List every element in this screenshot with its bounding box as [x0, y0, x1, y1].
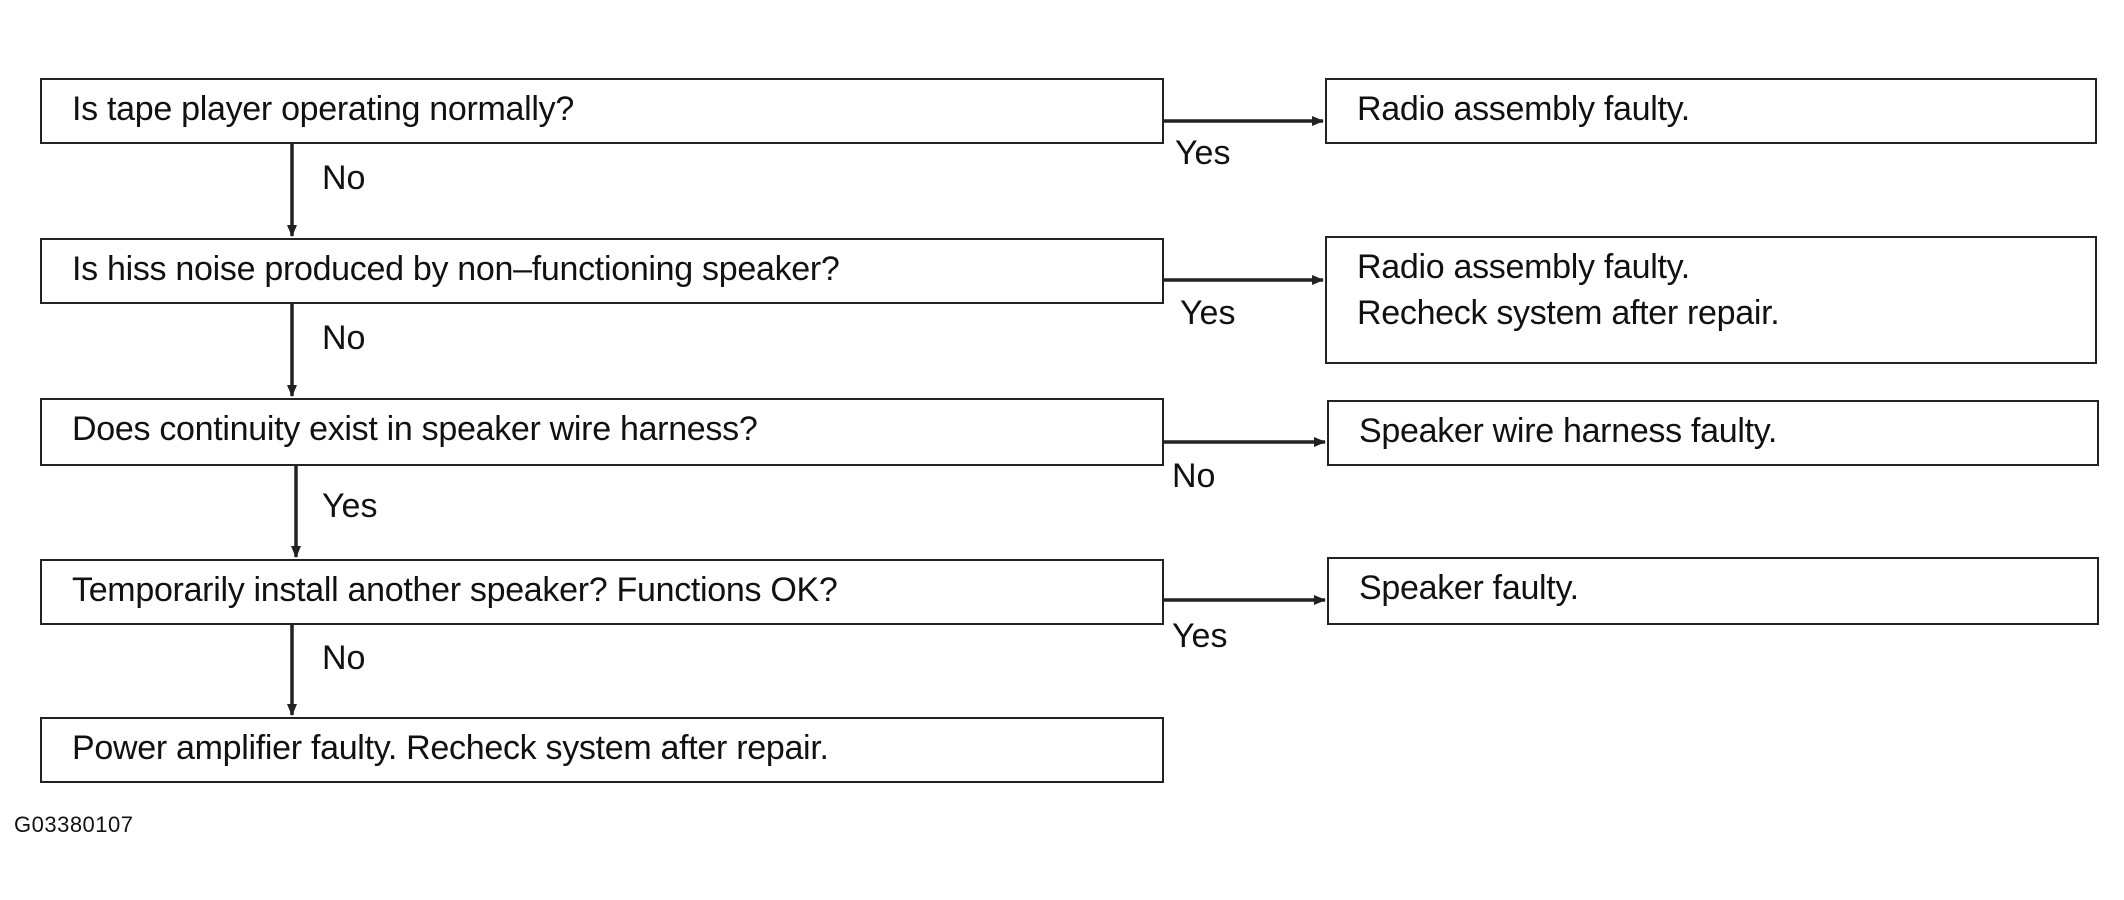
- result-text: Radio assembly faulty.: [1357, 90, 1690, 128]
- down-label-2: No: [322, 319, 366, 357]
- result-box-power-amplifier: Power amplifier faulty. Recheck system a…: [40, 717, 1164, 783]
- figure-code: G03380107: [14, 812, 134, 837]
- question-text: Is hiss noise produced by non–functionin…: [72, 250, 840, 288]
- question-box-tape-player: Is tape player operating normally?: [40, 78, 1164, 144]
- question-box-another-speaker: Temporarily install another speaker? Fun…: [40, 559, 1164, 625]
- question-box-hiss-noise: Is hiss noise produced by non–functionin…: [40, 238, 1164, 304]
- down-label-4: No: [322, 639, 366, 677]
- right-label-2: Yes: [1180, 294, 1236, 332]
- right-label-3: No: [1172, 457, 1216, 495]
- question-box-continuity: Does continuity exist in speaker wire ha…: [40, 398, 1164, 466]
- result-text: Power amplifier faulty. Recheck system a…: [72, 729, 829, 767]
- question-text: Temporarily install another speaker? Fun…: [72, 571, 838, 609]
- question-text: Is tape player operating normally?: [72, 90, 574, 128]
- result-box-radio-2: Radio assembly faulty. Recheck system af…: [1325, 236, 2097, 364]
- right-label-4: Yes: [1172, 617, 1228, 655]
- down-label-1: No: [322, 159, 366, 197]
- result-text: Speaker wire harness faulty.: [1359, 412, 1778, 450]
- result-box-speaker-wire: Speaker wire harness faulty.: [1327, 400, 2099, 466]
- result-box-speaker: Speaker faulty.: [1327, 557, 2099, 625]
- result-box-radio-1: Radio assembly faulty.: [1325, 78, 2097, 144]
- question-text: Does continuity exist in speaker wire ha…: [72, 410, 758, 448]
- result-text: Recheck system after repair.: [1357, 294, 1780, 332]
- down-label-3: Yes: [322, 487, 378, 525]
- right-label-1: Yes: [1175, 134, 1231, 172]
- result-text: Radio assembly faulty.: [1357, 248, 1690, 286]
- result-text: Speaker faulty.: [1359, 569, 1579, 607]
